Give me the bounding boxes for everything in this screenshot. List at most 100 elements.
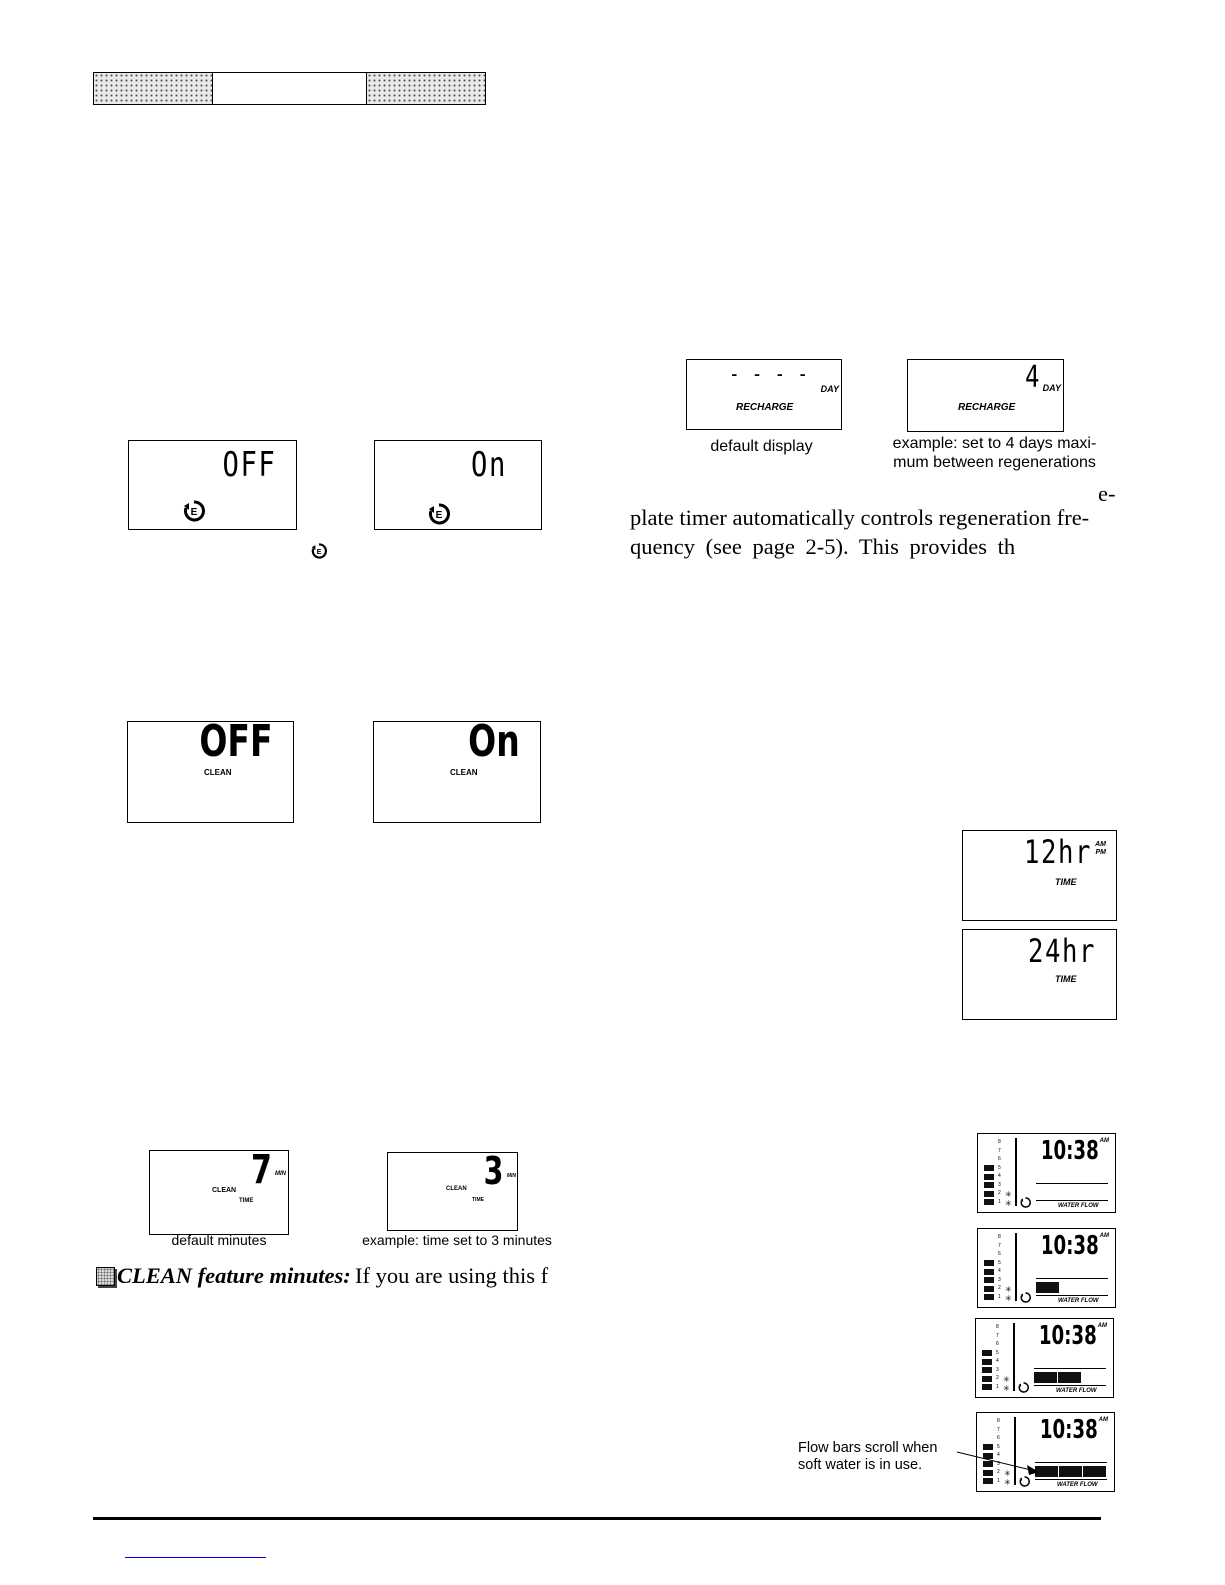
level-block bbox=[984, 1199, 994, 1205]
level-block bbox=[983, 1444, 993, 1450]
time-label: TIME bbox=[1055, 877, 1077, 887]
flow-scale-number: 6 bbox=[998, 1156, 1001, 1162]
level-block bbox=[982, 1358, 992, 1365]
clean-label: CLEAN bbox=[204, 768, 232, 777]
flow-bar bbox=[1035, 1466, 1058, 1477]
efficiency-off-value: OFF bbox=[222, 445, 276, 485]
level-block bbox=[984, 1285, 994, 1292]
efficiency-mode-icon bbox=[1020, 1292, 1031, 1303]
sun-icon: ✳ bbox=[1004, 1469, 1011, 1478]
flow-scale-number: 8 bbox=[998, 1139, 1001, 1145]
flow-scale-number: 4 bbox=[998, 1268, 1001, 1274]
level-block bbox=[982, 1384, 992, 1390]
efficiency-mode-icon bbox=[1019, 1476, 1030, 1487]
level-block bbox=[983, 1478, 993, 1484]
header-tab-right-hatch bbox=[366, 72, 486, 105]
clock-24hr-value: 24hr bbox=[1027, 932, 1096, 970]
water-flow-label: WATER FLOW bbox=[1058, 1203, 1099, 1209]
body-text-line3: quency (see page 2-5). This provides th bbox=[630, 534, 1016, 559]
level-block bbox=[983, 1461, 993, 1467]
min-label: MIN bbox=[275, 1171, 286, 1177]
flow-scale-number: 4 bbox=[997, 1452, 1000, 1458]
efficiency-off-display: OFF E bbox=[128, 440, 297, 530]
flow-scale-number: 7 bbox=[997, 1426, 1000, 1433]
flow-scale-number: 2 bbox=[998, 1190, 1001, 1196]
clean-off-display: OFF CLEAN bbox=[127, 716, 294, 823]
flow-track-line bbox=[1035, 1462, 1107, 1463]
clock-24hr-display: 24hr TIME bbox=[962, 929, 1117, 1020]
am-label: AM bbox=[1097, 1323, 1107, 1329]
level-block bbox=[982, 1367, 992, 1373]
clock-12hr-display: 12hr AM PM TIME bbox=[962, 830, 1117, 921]
day-label: DAY bbox=[1042, 383, 1061, 393]
svg-text:E: E bbox=[317, 547, 322, 556]
flow-track-line bbox=[1034, 1385, 1106, 1386]
flow-scale-number: 1 bbox=[998, 1293, 1001, 1300]
flow-scale-number: 7 bbox=[996, 1332, 999, 1339]
flow-scale-number: 8 bbox=[998, 1234, 1001, 1240]
flow-scale-number: 1 bbox=[997, 1477, 1000, 1484]
flow-track-line bbox=[1035, 1479, 1107, 1480]
sun-icon: ✳ bbox=[1005, 1294, 1012, 1303]
clean-minutes-example-caption: example: time set to 3 minutes bbox=[362, 1232, 552, 1248]
flow-track-line bbox=[1036, 1200, 1108, 1201]
level-block bbox=[982, 1350, 992, 1356]
level-block bbox=[983, 1452, 993, 1459]
level-block bbox=[982, 1375, 992, 1382]
bullet-icon bbox=[96, 1267, 115, 1286]
sun-icon: ✳ bbox=[1003, 1384, 1010, 1393]
divider bbox=[1015, 1233, 1017, 1301]
level-block bbox=[984, 1277, 994, 1283]
clean-on-value: On bbox=[468, 716, 520, 767]
recharge-set-display: 4 DAY RECHARGE bbox=[907, 359, 1064, 432]
flow-scale-number: 7 bbox=[998, 1242, 1001, 1249]
am-label: AM bbox=[1095, 841, 1106, 848]
flow-scale-number: 2 bbox=[998, 1285, 1001, 1291]
sun-icon: ✳ bbox=[1003, 1375, 1010, 1384]
efficiency-mode-icon: E bbox=[429, 503, 450, 525]
flow-note-arrow bbox=[956, 1451, 1039, 1475]
clock-time: 10:38 bbox=[1039, 1321, 1097, 1351]
footer-rule bbox=[93, 1517, 1101, 1520]
water-flow-label: WATER FLOW bbox=[1058, 1298, 1099, 1304]
efficiency-mode-icon bbox=[1020, 1197, 1031, 1208]
flow-scale-number: 3 bbox=[998, 1181, 1001, 1188]
flow-scale-number: 2 bbox=[997, 1469, 1000, 1475]
recharge-default-value: - - - - bbox=[729, 362, 809, 387]
recharge-label: RECHARGE bbox=[958, 402, 1016, 413]
efficiency-mode-inline-icon: E bbox=[311, 543, 327, 559]
flow-track-line bbox=[1036, 1278, 1108, 1279]
flow-bar bbox=[1034, 1372, 1057, 1383]
recharge-label: RECHARGE bbox=[736, 402, 794, 413]
flow-scale-number: 3 bbox=[997, 1460, 1000, 1467]
am-label: AM bbox=[1098, 1417, 1108, 1423]
sun-icon: ✳ bbox=[1005, 1199, 1012, 1208]
clean-minutes-default-caption: default minutes bbox=[171, 1232, 267, 1248]
clean-off-value: OFF bbox=[199, 716, 273, 767]
efficiency-mode-icon: E bbox=[184, 500, 205, 522]
svg-text:E: E bbox=[436, 510, 443, 521]
footer-link-underline bbox=[125, 1557, 266, 1558]
level-block bbox=[984, 1190, 994, 1197]
clean-minutes-text: If you are using this f bbox=[355, 1263, 549, 1288]
recharge-default-display: - - - - DAY RECHARGE bbox=[686, 359, 842, 430]
am-label: AM bbox=[1099, 1138, 1109, 1144]
time-label: TIME bbox=[472, 1197, 484, 1203]
day-label: DAY bbox=[820, 384, 839, 394]
clean-minutes-set-display: 3 MIN CLEAN TIME bbox=[387, 1149, 518, 1231]
flow-scale-number: 5 bbox=[998, 1164, 1001, 1171]
clean-label: CLEAN bbox=[212, 1187, 237, 1194]
am-label: AM bbox=[1099, 1233, 1109, 1239]
water-flow-label: WATER FLOW bbox=[1057, 1482, 1098, 1488]
level-block bbox=[984, 1260, 994, 1266]
min-label: MIN bbox=[506, 1173, 516, 1179]
recharge-example-caption: example: set to 4 days maxi- mum between… bbox=[892, 435, 1097, 471]
level-block bbox=[984, 1165, 994, 1171]
flow-track-line bbox=[1036, 1295, 1108, 1296]
